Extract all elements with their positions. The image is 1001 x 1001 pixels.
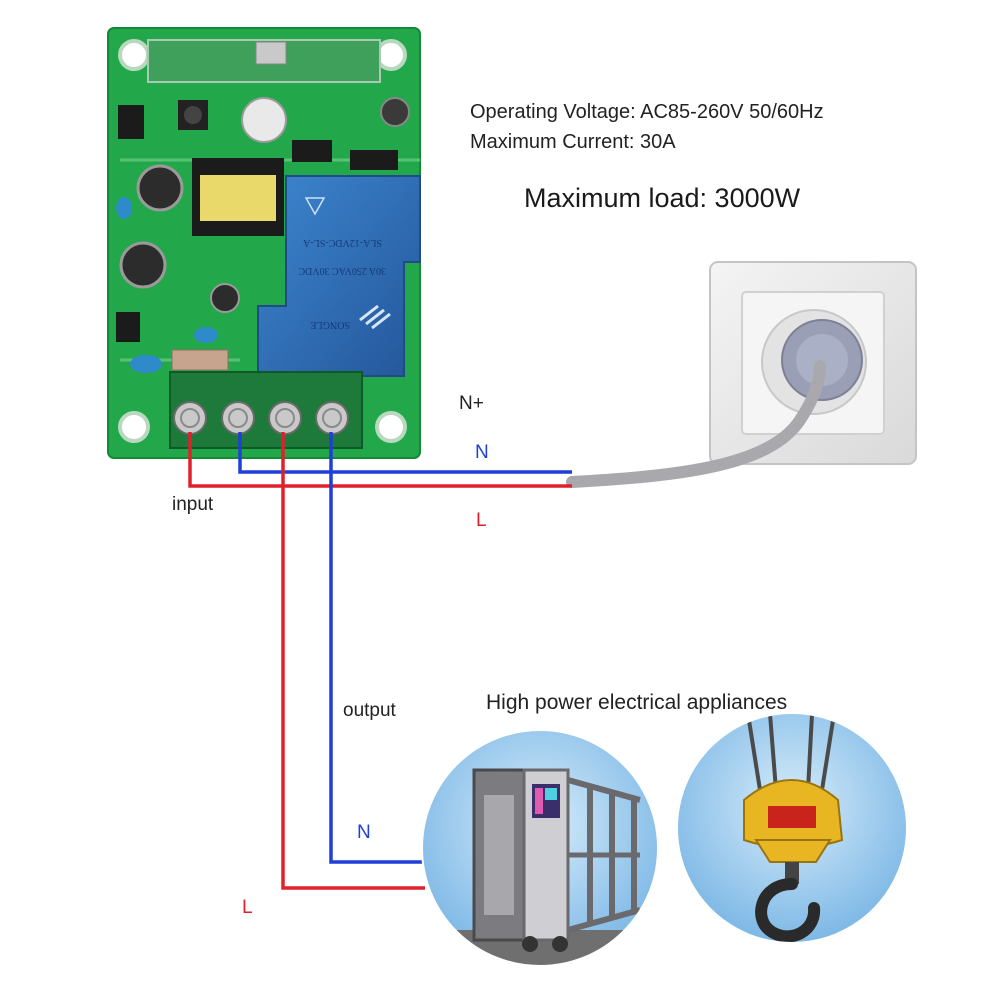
wire-output-live	[281, 432, 425, 890]
relay-model-text: SLA-12VDC-SL-A	[302, 237, 382, 248]
spec-current: Maximum Current: 30A	[470, 131, 676, 153]
mount-hole-icon	[375, 411, 407, 443]
label-neutral-bottom: N	[357, 822, 371, 843]
relay-brand-text: SONGLE	[311, 319, 350, 330]
wire-input-live	[188, 432, 572, 488]
label-output: output	[343, 700, 396, 721]
terminal-block	[169, 371, 363, 449]
wires	[188, 432, 572, 890]
wire-output-neutral	[329, 432, 425, 864]
capacitor-icon	[210, 283, 240, 313]
terminal-screw-ring	[228, 408, 248, 428]
relay-board	[107, 27, 421, 459]
terminal-screw-icon	[173, 401, 207, 435]
terminal-screw-ring	[180, 408, 200, 428]
mount-hole-icon	[118, 411, 150, 443]
appliance-electric-gate	[421, 729, 659, 967]
appliance-crane-hook	[678, 714, 906, 942]
capacitor-icon	[380, 97, 410, 127]
label-n-plus: N+	[459, 393, 484, 414]
terminal-screw-icon	[221, 401, 255, 435]
capacitor-icon	[241, 97, 287, 143]
terminal-screw-icon	[268, 401, 302, 435]
mount-hole-icon	[118, 39, 150, 71]
label-live-top: L	[476, 510, 487, 531]
terminal-screw-ring	[275, 408, 295, 428]
mount-hole-icon	[375, 39, 407, 71]
capacitor-icon	[119, 241, 167, 289]
label-input: input	[172, 494, 214, 515]
label-neutral-top: N	[475, 442, 489, 463]
relay: SLA-12VDC-SL-A 30A 250VAC 30VDC SONGLE	[257, 175, 421, 377]
hook-icon	[755, 878, 821, 942]
terminal-screw-icon	[315, 401, 349, 435]
terminal-screw-ring	[322, 408, 342, 428]
spec-voltage: Operating Voltage: AC85-260V 50/60Hz	[470, 101, 824, 123]
wire-input-neutral	[238, 432, 572, 474]
capacitor-icon	[136, 164, 184, 212]
relay-rating-text: 30A 250VAC 30VDC	[298, 265, 386, 276]
label-live-bottom: L	[242, 897, 253, 918]
spec-max-load: Maximum load: 3000W	[524, 183, 801, 213]
appliances-title: High power electrical appliances	[486, 691, 788, 714]
wall-socket	[709, 261, 917, 465]
power-cable	[566, 360, 826, 488]
